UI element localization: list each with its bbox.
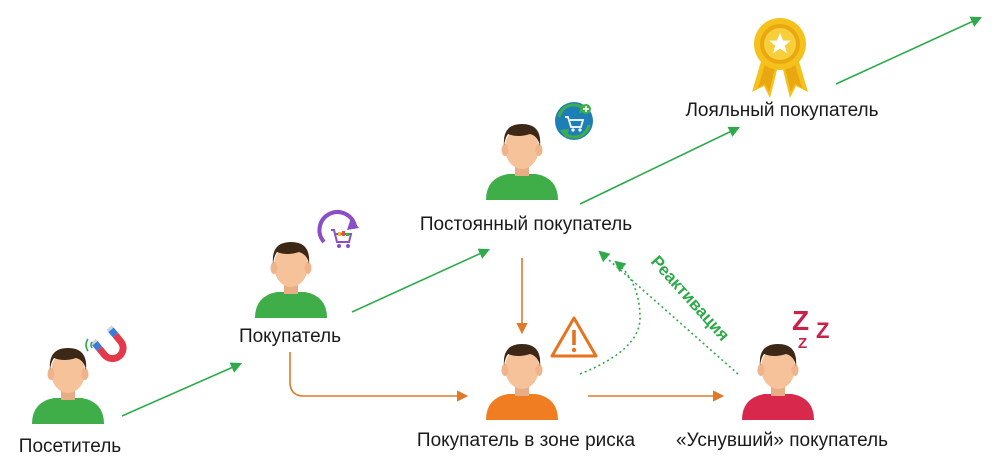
arrow-buyer-to-at-risk — [289, 352, 469, 402]
arrow-reactivation-sleeping-to-regular — [598, 250, 739, 375]
person-avatar — [486, 344, 558, 420]
person-avatar — [486, 124, 558, 200]
person-avatar — [32, 348, 104, 424]
buyer-label: Покупатель — [239, 326, 341, 347]
person-buyer — [255, 242, 327, 318]
svg-text:Z: Z — [798, 335, 807, 352]
svg-text:Z: Z — [792, 305, 809, 336]
sleeping-label: «Уснувший» покупатель — [676, 430, 888, 451]
person-avatar — [742, 344, 814, 420]
reactivation-label: Реактивация — [647, 252, 733, 345]
visitor-label: Посетитель — [19, 436, 121, 457]
arrow-visitor-to-buyer — [121, 362, 243, 417]
regular-label: Постоянный покупатель — [420, 214, 632, 235]
person-visitor — [32, 348, 104, 424]
person-sleeping — [742, 344, 814, 420]
award-medal-icon — [752, 18, 808, 98]
loyal-label: Лояльный покупатель — [685, 100, 878, 121]
cart-repeat-icon — [317, 210, 359, 248]
arrows — [121, 16, 983, 417]
at-risk-label: Покупатель в зоне риска — [417, 430, 636, 451]
arrow-reactivation-at-risk-to-regular — [579, 260, 641, 375]
arrow-loyal-onward — [835, 16, 983, 85]
person-avatar — [255, 242, 327, 318]
arrow-regular-to-loyal — [579, 126, 741, 205]
warning-icon — [550, 316, 598, 358]
cart-sync-icon — [555, 102, 593, 140]
magnet-icon — [85, 325, 127, 363]
arrow-buyer-to-regular — [351, 248, 491, 313]
person-regular — [486, 124, 558, 200]
sleep-zz-icon: Z Z Z — [792, 305, 829, 352]
svg-text:Z: Z — [816, 318, 829, 343]
person-at-risk — [486, 344, 558, 420]
